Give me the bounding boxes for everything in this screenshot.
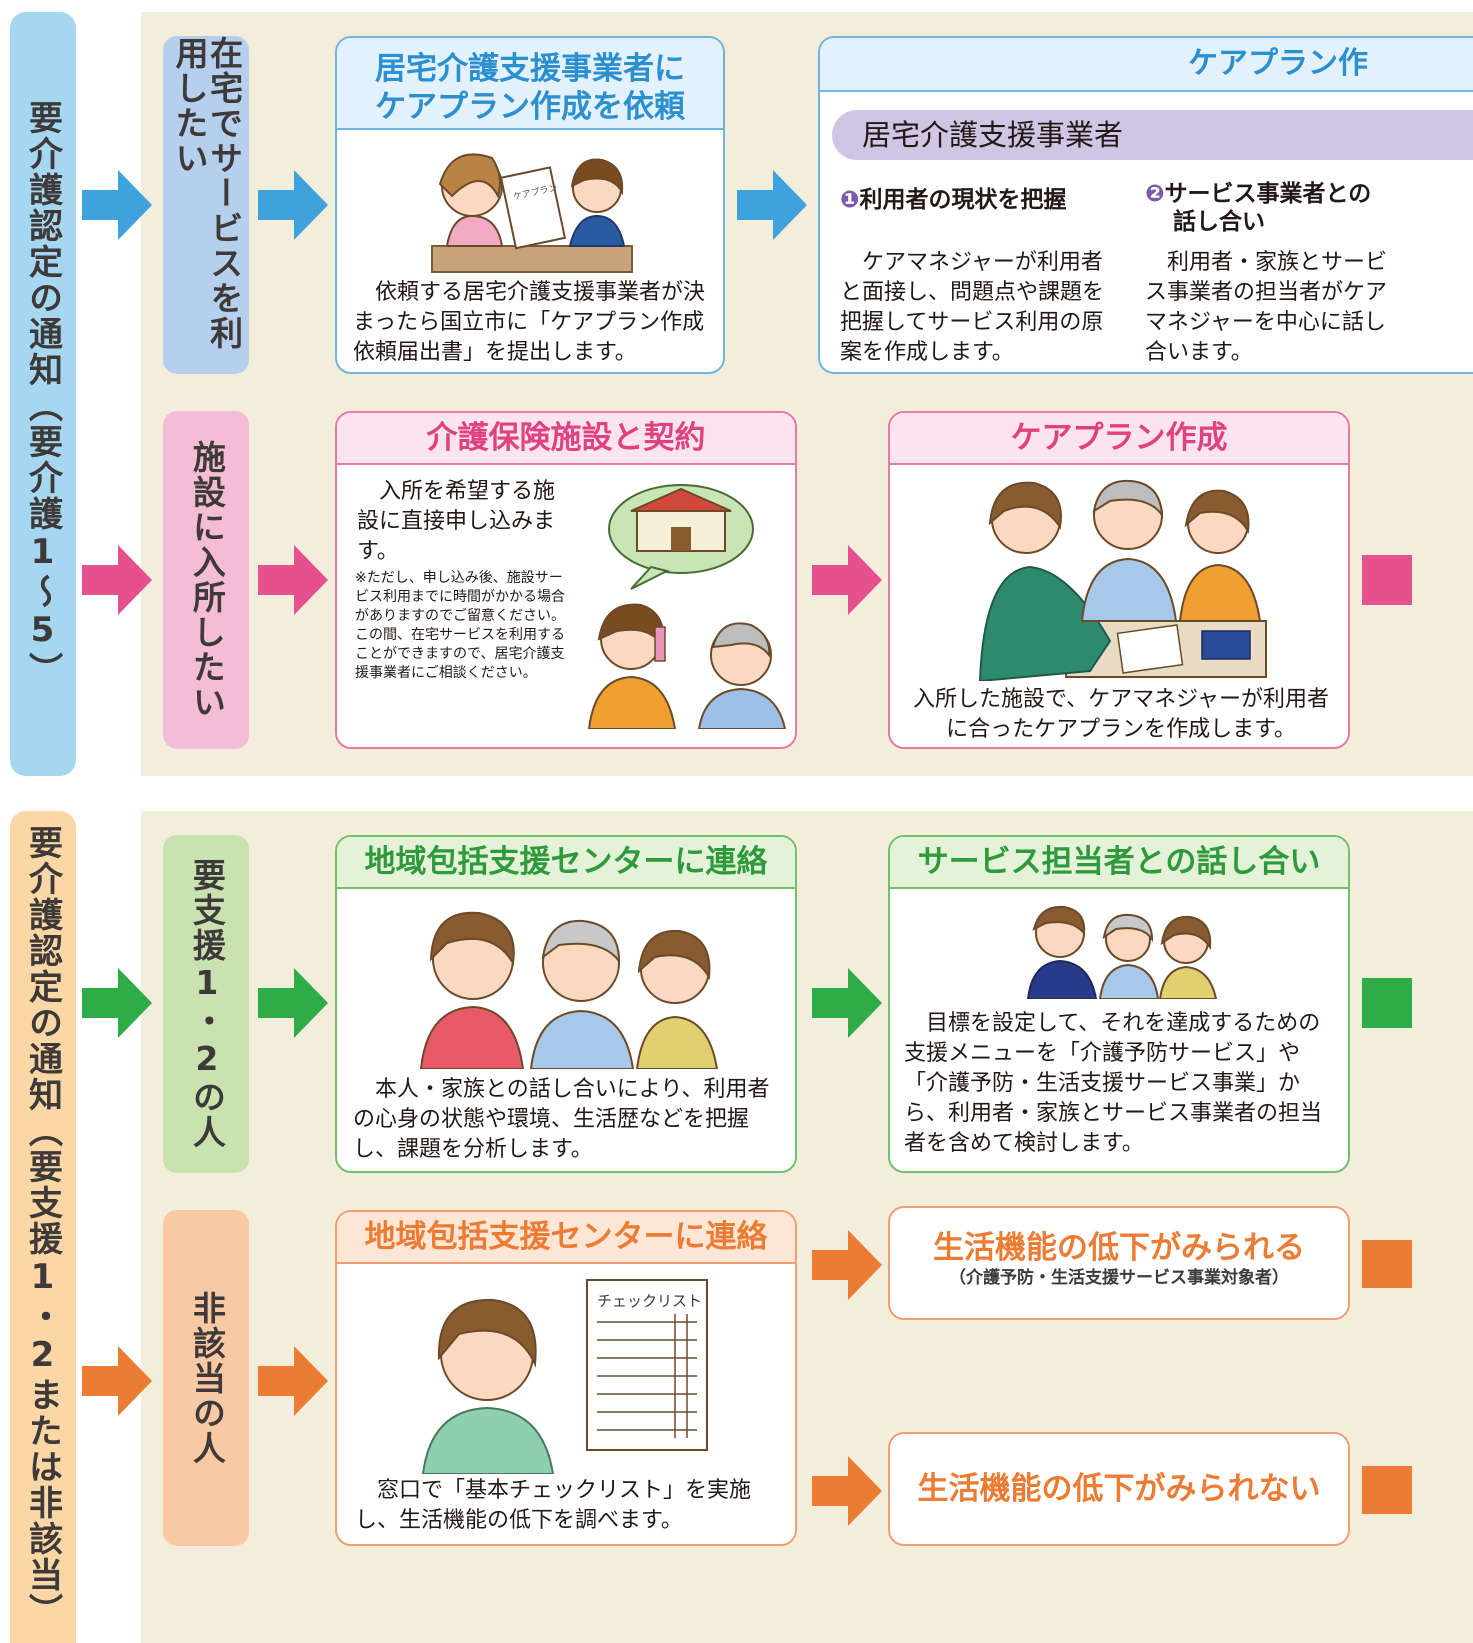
arrow-blue-2 xyxy=(258,170,328,240)
sidebar-care-level: 要介護認定の通知（要介護1〜5） xyxy=(10,12,76,776)
arrow-green-1 xyxy=(82,968,152,1038)
row-label-support-text: 要支援1・2の人 xyxy=(187,858,227,1150)
box-center-na-header: 地域包括支援センターに連絡 xyxy=(337,1212,795,1264)
box-service-meeting: サービス担当者との話し合い 目標を設定して、それを達成するための支援メニューを「… xyxy=(888,835,1350,1173)
box-careplan-home-title: ケアプラン作 xyxy=(1188,46,1368,81)
box-careplan-home-header: ケアプラン作 xyxy=(820,38,1473,92)
box-request-careplan-body: 依頼する居宅介護支援事業者が決まったら国立市に「ケアプラン作成依頼届出書」を提出… xyxy=(353,280,706,365)
checklist-title: チェックリスト xyxy=(597,1292,703,1310)
arrow-green-continue xyxy=(1362,978,1412,1028)
box-careplan-facility-title: ケアプラン作成 xyxy=(1010,420,1228,456)
row-label-facility-text: 施設に入所したい xyxy=(187,440,227,720)
sidebar-support-level-label: 要介護認定の通知（要支援1・2または非該当） xyxy=(22,825,63,1629)
row-label-home-service: 在宅でサービスを利用したい xyxy=(163,36,249,374)
arrow-green-3 xyxy=(812,968,882,1038)
arrow-pink-3 xyxy=(812,545,882,615)
illustration-checklist xyxy=(421,1279,708,1474)
box-center-support-title: 地域包括支援センターに連絡 xyxy=(364,844,768,880)
box-center-support: 地域包括支援センターに連絡 本人・家族との話し合いにより、利用者の心身の状態や環… xyxy=(335,835,797,1173)
box-center-na: 地域包括支援センターに連絡 チェックリスト 窓口で「基本チェックリスト」を実施し… xyxy=(335,1210,797,1546)
step1-title-text: 利用者の現状を把握 xyxy=(859,187,1067,213)
box-decline-yes: 生活機能の低下がみられる （介護予防・生活支援サービス事業対象者） xyxy=(888,1206,1350,1320)
sidebar-support-level: 要介護認定の通知（要支援1・2または非該当） xyxy=(10,811,76,1643)
arrow-orange-4 xyxy=(812,1456,882,1526)
box-request-careplan-title-2: ケアプラン作成を依頼 xyxy=(375,89,685,125)
arrow-pink-1 xyxy=(82,545,152,615)
step2-title-line1: サービス事業者との xyxy=(1164,181,1372,207)
step2-body: 利用者・家族とサービス事業者の担当者がケアマネジャーを中心に話し合います。 xyxy=(1145,250,1388,365)
row-label-not-applicable-text: 非該当の人 xyxy=(187,1290,227,1466)
arrow-orange-continue-1 xyxy=(1362,1240,1412,1288)
box-center-na-body: 窓口で「基本チェックリスト」を実施し、生活機能の低下を調べます。 xyxy=(355,1478,752,1533)
arrow-pink-2 xyxy=(258,545,328,615)
box-careplan-home: ケアプラン作 居宅介護支援事業者 ❶利用者の現状を把握 ケアマネジャーが利用者と… xyxy=(818,36,1473,374)
box-facility-contract-title: 介護保険施設と契約 xyxy=(426,420,706,456)
box-careplan-facility-header: ケアプラン作成 xyxy=(890,413,1348,465)
illustration-center-consult xyxy=(419,911,719,1069)
box-center-na-title: 地域包括支援センターに連絡 xyxy=(364,1219,768,1255)
box-facility-contract: 介護保険施設と契約 入所を希望する施設に直接申し込みます。 ※ただし、申し込み後… xyxy=(335,411,797,749)
arrow-orange-1 xyxy=(82,1346,152,1416)
arrow-orange-2 xyxy=(258,1346,328,1416)
careplan-home-subheader: 居宅介護支援事業者 xyxy=(832,110,1473,160)
box-service-meeting-title: サービス担当者との話し合い xyxy=(917,844,1321,880)
box-decline-yes-sub: （介護予防・生活支援サービス事業対象者） xyxy=(949,1268,1289,1288)
arrow-pink-continue xyxy=(1362,555,1412,605)
step1-body: ケアマネジャーが利用者と面接し、問題点や課題を把握してサービス利用の原案を作成し… xyxy=(840,250,1105,365)
box-facility-contract-body: 入所を希望する施設に直接申し込みます。 xyxy=(357,479,556,564)
box-center-support-body: 本人・家族との話し合いにより、利用者の心身の状態や環境、生活歴などを把握し、課題… xyxy=(353,1077,770,1162)
arrow-orange-3 xyxy=(812,1230,882,1300)
row-label-facility: 施設に入所したい xyxy=(163,411,249,749)
illustration-counter-request: ケアプラン xyxy=(431,153,633,273)
arrow-orange-continue-2 xyxy=(1362,1466,1412,1514)
step2-number: ❷ xyxy=(1145,181,1165,207)
step2-title: ❷サービス事業者との 話し合い xyxy=(1145,180,1371,236)
box-decline-no-title: 生活機能の低下がみられない xyxy=(917,1471,1321,1507)
row-label-home-service-text: 在宅でサービスを利用したい xyxy=(170,36,244,351)
box-decline-yes-title: 生活機能の低下がみられる xyxy=(933,1230,1305,1266)
box-request-careplan-header: 居宅介護支援事業者に ケアプラン作成を依頼 xyxy=(337,38,723,130)
illustration-careplan-meeting xyxy=(978,479,1267,681)
illustration-service-meeting xyxy=(1026,905,1218,999)
illustration-phone-facility xyxy=(587,484,787,729)
careplan-home-subheader-text: 居宅介護支援事業者 xyxy=(862,118,1124,152)
arrow-blue-1 xyxy=(82,170,152,240)
sidebar-care-level-label: 要介護認定の通知（要介護1〜5） xyxy=(22,100,63,688)
box-service-meeting-header: サービス担当者との話し合い xyxy=(890,837,1348,889)
box-facility-contract-header: 介護保険施設と契約 xyxy=(337,413,795,465)
row-label-not-applicable: 非該当の人 xyxy=(163,1210,249,1546)
step1-number: ❶ xyxy=(840,187,860,213)
box-decline-no: 生活機能の低下がみられない xyxy=(888,1432,1350,1546)
arrow-blue-3 xyxy=(737,170,807,240)
box-careplan-facility: ケアプラン作成 入所した施設で、ケアマネジャーが利用者に合ったケアプランを作成し… xyxy=(888,411,1350,749)
box-facility-contract-note: ※ただし、申し込み後、施設サービス利用までに時間がかかる場合がありますのでご留意… xyxy=(355,570,565,681)
row-label-support: 要支援1・2の人 xyxy=(163,835,249,1173)
arrow-green-2 xyxy=(258,968,328,1038)
step1-title: ❶利用者の現状を把握 xyxy=(840,180,1066,214)
box-request-careplan: 居宅介護支援事業者に ケアプラン作成を依頼 ケアプラン 依頼する居宅介護支援事業… xyxy=(335,36,725,374)
box-center-support-header: 地域包括支援センターに連絡 xyxy=(337,837,795,889)
box-service-meeting-body: 目標を設定して、それを達成するための支援メニューを「介護予防サービス」や「介護予… xyxy=(904,1011,1323,1156)
step2-title-line2: 話し合い xyxy=(1173,209,1265,235)
box-careplan-facility-body: 入所した施設で、ケアマネジャーが利用者に合ったケアプランを作成します。 xyxy=(912,687,1330,742)
box-request-careplan-title-1: 居宅介護支援事業者に xyxy=(375,51,685,87)
